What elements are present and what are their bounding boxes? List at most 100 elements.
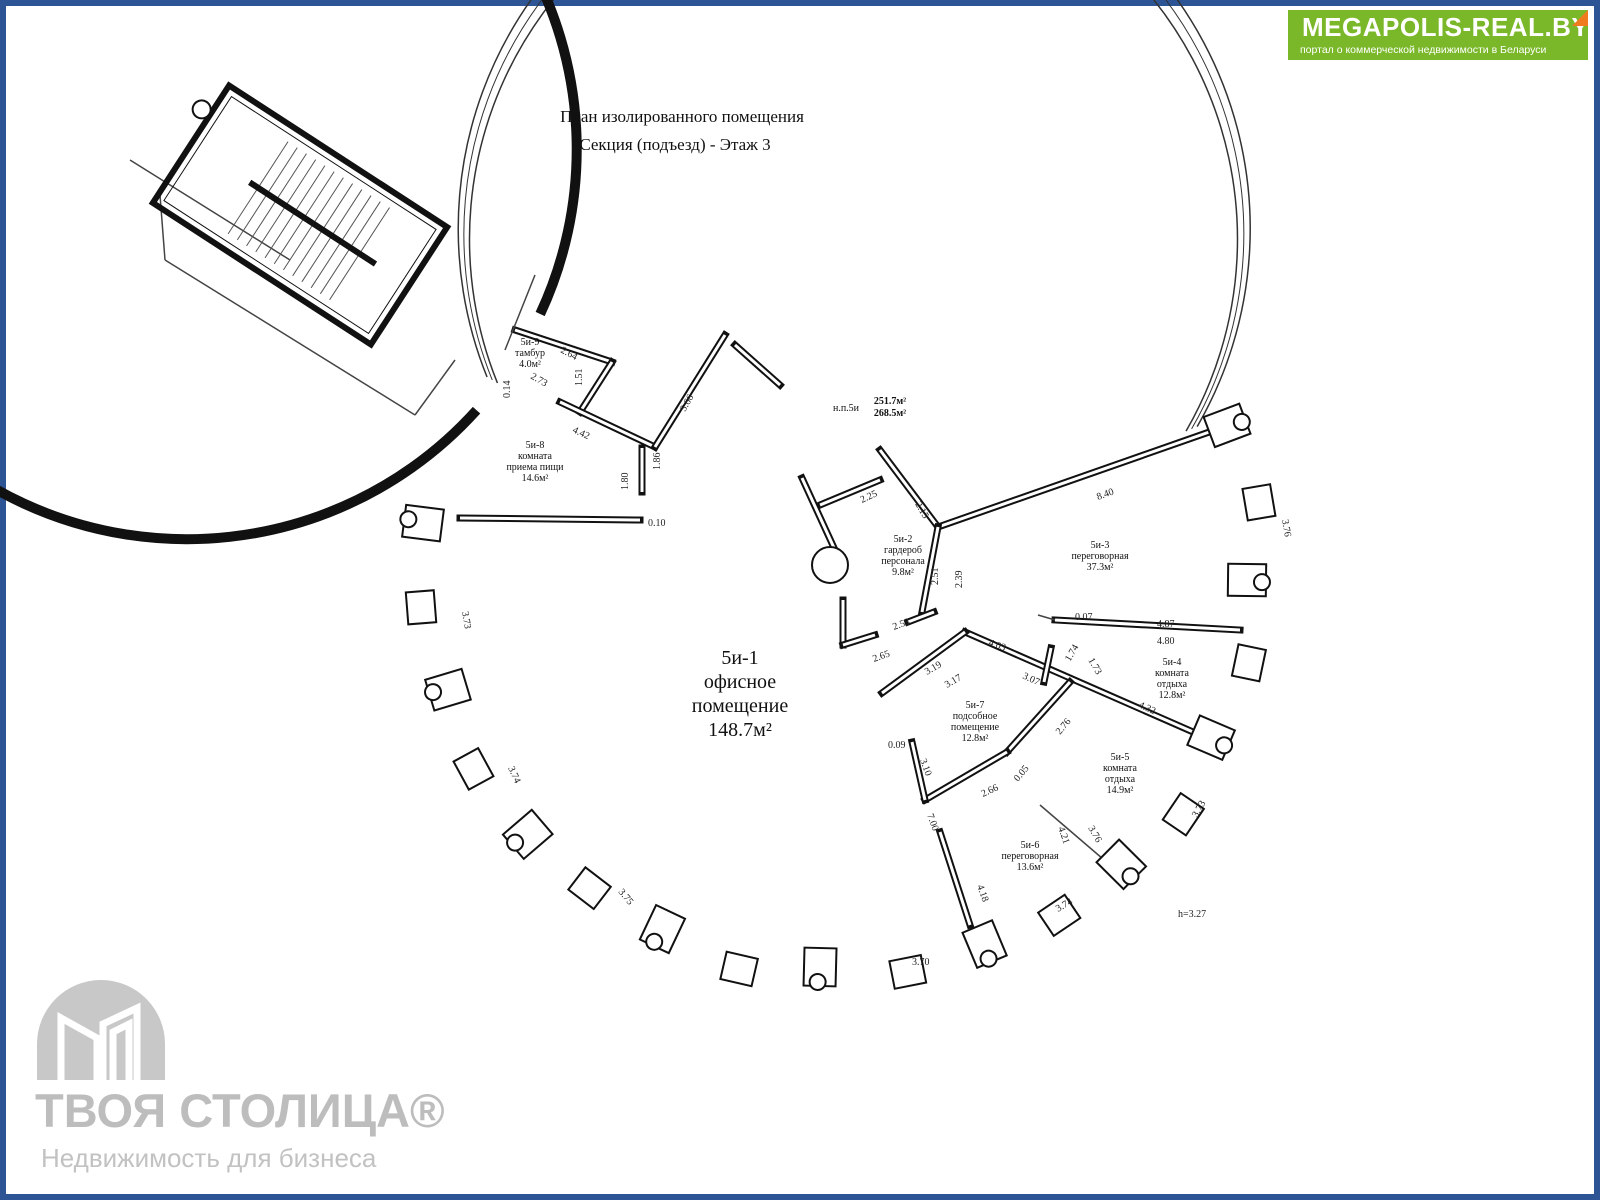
thin-wall (1039, 804, 1111, 866)
window-pillar (1095, 838, 1148, 891)
wall-core (878, 449, 940, 528)
svg-text:тамбур: тамбур (515, 348, 545, 359)
dimension-label: 4.42 (571, 425, 592, 442)
window-pillar (1230, 643, 1268, 683)
dimension-label: 3.07 (1021, 671, 1042, 688)
column-icon (1232, 412, 1251, 431)
dimension-label: 4.03 (987, 637, 1007, 653)
svg-text:отдыха: отдыха (1105, 774, 1136, 785)
svg-text:148.7м²: 148.7м² (708, 719, 772, 741)
window-pillar (1036, 893, 1082, 938)
wall-core (559, 400, 656, 449)
window-pillar (399, 503, 445, 543)
wall-core (653, 334, 727, 448)
wall-core (924, 750, 1008, 802)
dimension-label: 0.05 (1012, 763, 1032, 783)
svg-text:помещение: помещение (951, 722, 1000, 733)
svg-text:подсобное: подсобное (953, 711, 998, 722)
wall-core (964, 630, 1201, 737)
outer-wall (463, 0, 1245, 430)
wall-core (800, 477, 837, 551)
svg-text:14.6м²: 14.6м² (522, 473, 549, 484)
svg-text:12.8м²: 12.8м² (1159, 690, 1186, 701)
dimension-label: 1.73 (1085, 656, 1103, 677)
dimension-label: 1.86 (652, 453, 663, 471)
window-pillar (452, 746, 495, 792)
svg-text:офисное: офисное (704, 671, 776, 693)
dimension-label: 3.74 (505, 765, 522, 786)
window-pillar (1186, 714, 1237, 762)
dimension-label: 2.66 (980, 782, 1001, 799)
stairwell (148, 81, 452, 349)
wall-core (907, 610, 935, 624)
window-pillar (1241, 483, 1277, 522)
svg-text:переговорная: переговорная (1001, 851, 1059, 862)
svg-text:отдыха: отдыха (1157, 679, 1188, 690)
wall-core (459, 516, 641, 522)
dimension-label: 3.76 (1279, 519, 1293, 538)
column-icon (191, 99, 212, 120)
wall-core (1042, 647, 1053, 683)
svg-text:37.3м²: 37.3м² (1087, 562, 1114, 573)
dimension-label: 0.14 (502, 381, 513, 399)
column-icon (811, 546, 849, 584)
thin-wall (504, 274, 536, 351)
window-pillar (802, 946, 838, 991)
svg-text:помещение: помещение (692, 695, 789, 717)
dimension-label: 2.76 (1054, 716, 1074, 736)
dimension-label: 0.07 (1075, 612, 1093, 623)
total-label: н.п.5и (833, 403, 860, 414)
dimension-label: 4.80 (1157, 636, 1175, 647)
wall-core (578, 361, 614, 413)
window-pillar (423, 667, 473, 712)
column-icon (979, 949, 998, 968)
svg-text:приема пищи: приема пищи (506, 462, 564, 473)
wall-core (734, 343, 781, 387)
svg-text:13.6м²: 13.6м² (1017, 862, 1044, 873)
wall-core (937, 428, 1216, 529)
dimension-label: 4.21 (1055, 825, 1071, 845)
dimension-label: 3.66 (678, 393, 696, 414)
ceiling-height: h=3.27 (1178, 909, 1206, 920)
wall-core (514, 328, 613, 364)
svg-text:5и-4: 5и-4 (1163, 657, 1182, 668)
window-pillar (501, 808, 555, 861)
dimension-label: 3.70 (912, 957, 930, 968)
window-pillars (399, 402, 1277, 991)
svg-text:комната: комната (1103, 763, 1138, 774)
total-area-1: 251.7м² (874, 396, 906, 407)
dimension-label: 4.87 (1157, 619, 1175, 630)
svg-text:5и-3: 5и-3 (1091, 540, 1110, 551)
window-pillar (566, 865, 613, 911)
outer-wall (468, 0, 1239, 432)
wall-core (1054, 618, 1241, 632)
window-pillar (719, 950, 760, 988)
dimension-label: 2.73 (529, 371, 550, 389)
svg-text:гардероб: гардероб (884, 545, 922, 556)
svg-text:5и-1: 5и-1 (721, 647, 758, 669)
window-pillar (961, 919, 1009, 970)
svg-text:12.8м²: 12.8м² (962, 733, 989, 744)
plan-subtitle: Секция (подъезд) - Этаж 3 (579, 135, 770, 154)
megapolis-logo[interactable]: MEGAPOLIS-REAL.BY портал о коммерческой … (1288, 10, 1589, 60)
dimension-label: 0.09 (888, 740, 906, 751)
thin-wall (129, 159, 291, 261)
dimension-label: 0.10 (648, 518, 666, 529)
window-pillar (1161, 791, 1206, 837)
svg-text:персонала: персонала (881, 556, 925, 567)
svg-text:5и-8: 5и-8 (526, 440, 545, 451)
window-pillar (404, 589, 438, 626)
svg-text:5и-6: 5и-6 (1021, 840, 1040, 851)
window-pillar (1202, 402, 1252, 449)
thin-wall (1037, 614, 1056, 621)
thin-wall (414, 359, 456, 416)
window-pillar (1226, 562, 1271, 598)
dimension-label: 1.74 (1063, 643, 1081, 664)
wall-core (910, 741, 927, 801)
